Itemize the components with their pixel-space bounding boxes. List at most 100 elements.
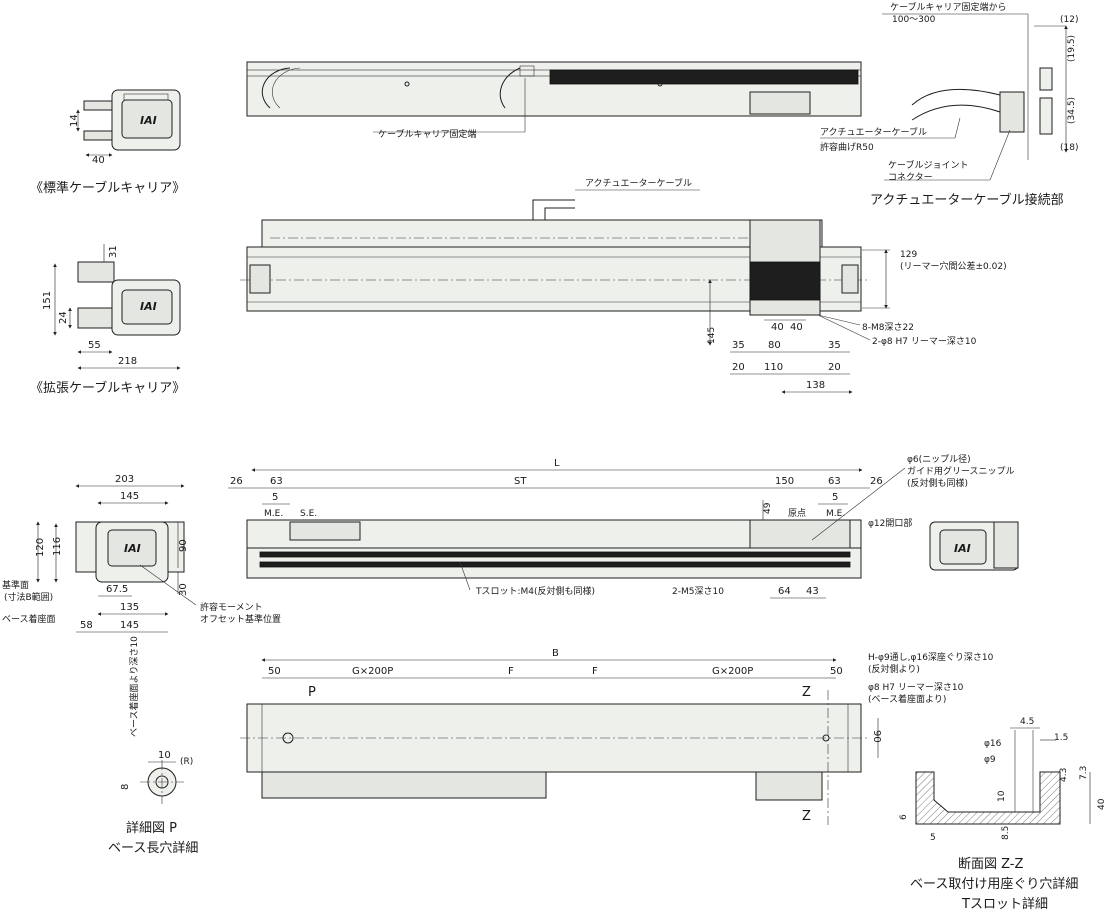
dim-ext-218: 218 [118,356,137,367]
dim-end-116: 116 [52,537,63,556]
dim-side-49: 49 [763,502,773,514]
dim-side-ST: ST [514,476,527,487]
label-home: 原点 [788,508,806,519]
label-actuator-cable-top: アクチュエーターケーブル [585,177,692,189]
label-phi8-reamer-1: φ8 H7 リーマー深さ10 [868,682,964,693]
dim-std-14: 14 [69,114,80,127]
label-me-right: M.E. [826,509,845,519]
dim-end-58: 58 [80,620,93,631]
caption-section-3: Tスロット詳細 [961,896,1048,912]
section-z: 4.5 1.5 φ16 φ9 4.3 7.3 10 6 5 8.5 40 断面図… [899,717,1106,912]
label-carrier-fixed-from: ケーブルキャリア固定端から [890,1,1006,13]
right-end-view: IAI [929,521,1019,571]
dim-bot-G1: G×200P [352,666,393,677]
caption-ext-carrier: 《拡張ケーブルキャリア》 [30,380,185,396]
dim-top-35a: 35 [732,340,745,351]
dim-top-40b: 40 [790,322,803,333]
iai-logo: IAI [124,542,141,555]
dim-top-110: 110 [764,362,783,373]
dim-reamer-pitch-2: (リーマー穴間公差±0.02) [900,260,1007,272]
dim-sec-45: 4.5 [1020,717,1034,727]
dim-end-145b: 145 [120,620,139,631]
dim-top-145: 145 [707,327,717,344]
iai-logo: IAI [140,300,157,313]
dim-bot-G2: G×200P [712,666,753,677]
label-joint-connector-1: ケーブルジョイント [888,159,968,171]
std-carrier-view: IAI 14 40 《標準ケーブルキャリア》 [30,89,185,196]
dim-end-30: 30 [178,583,189,596]
label-tslot: Tスロット:M4(反対側も同様) [475,585,595,597]
label-h-holes-1: H-φ9通し,φ16深座ぐり深さ10 [868,651,994,663]
label-m8: 8-M8深さ22 [862,322,914,333]
dim-top-138: 138 [806,380,825,391]
label-opening: φ12開口部 [868,517,912,529]
dim-sec-phi16: φ16 [984,739,1002,749]
label-nipple-2: ガイド用グリースニップル [907,465,1015,477]
dim-ext-31: 31 [108,245,119,258]
dim-bot-50b: 50 [830,666,843,677]
label-detail-p-tol: 8 [120,784,131,790]
ext-carrier-view: IAI 151 31 24 55 218 《拡張ケーブルキャリア》 [30,244,185,396]
label-carrier-range: 100～300 [892,15,936,25]
dim-bot-50a: 50 [268,666,281,677]
end-view: IAI 203 145 120 116 90 30 67.5 135 58 14… [2,474,281,633]
dim-side-64: 64 [778,586,791,597]
dim-std-40: 40 [92,155,105,166]
label-nipple-3: (反対側も同様) [907,477,968,489]
dim-sec-phi9: φ9 [984,755,996,765]
dim-sec-85: 8.5 [1001,826,1011,840]
dim-conn-12: (12) [1060,15,1078,25]
dim-bot-90: 90 [871,730,882,743]
label-phi8-h7: 2-φ8 H7 リーマー深さ10 [872,336,977,347]
label-nipple-1: φ6(ニップル径) [907,453,971,465]
dim-end-90: 90 [178,539,189,552]
dim-bot-F1: F [508,666,514,677]
caption-connection: アクチュエーターケーブル接続部 [870,192,1064,208]
label-p: P [308,685,316,700]
caption-detail-p-1: 詳細図 P [126,820,177,836]
dim-end-203: 203 [115,474,134,485]
label-moment-1: 許容モーメント [200,601,263,613]
dim-sec-10: 10 [997,790,1007,802]
dim-end-675: 67.5 [106,584,128,595]
dim-reamer-pitch-1: 129 [900,250,917,260]
dim-top-20a: 20 [732,362,745,373]
label-carrier-fixed-end: ケーブルキャリア固定端 [378,128,476,140]
label-base-seat: ベース着座面 [2,613,56,625]
label-z-top: Z [802,685,811,700]
caption-detail-p-2: ベース長穴詳細 [108,840,198,856]
dim-bot-B: B [552,648,559,659]
dim-ext-151: 151 [42,291,53,310]
dim-end-135: 135 [120,602,139,613]
top-plan-view: アクチュエーターケーブル 129 (リーマー穴間公差±0.02) 145 40 … [240,177,1007,394]
label-me-left: M.E. [264,509,283,519]
dim-conn-195: (19.5) [1067,35,1077,62]
dim-side-26b: 26 [870,476,883,487]
dim-end-120: 120 [35,538,46,557]
dim-top-80: 80 [768,340,781,351]
iai-logo: IAI [140,114,157,127]
dim-top-40a: 40 [771,322,784,333]
dim-side-43: 43 [806,586,819,597]
connection-detail: ケーブルキャリア固定端から 100～300 (12) (19.5) (34.5)… [820,1,1078,208]
dim-sec-5: 5 [930,833,936,843]
caption-std-carrier: 《標準ケーブルキャリア》 [30,180,185,196]
label-moment-2: オフセット基準位置 [200,613,281,625]
dim-sec-43: 4.3 [1059,768,1069,782]
dim-side-5a: 5 [272,492,278,503]
label-ref-surface-2: (寸法B範囲) [4,591,53,603]
main-side-view: L 26 63 ST 150 63 26 5 5 M.E. S.E. 原点 M.… [228,453,1015,599]
dim-side-L: L [554,458,560,469]
label-ref-surface-1: 基準面 [2,579,29,591]
dim-side-5b: 5 [832,492,838,503]
dim-top-20b: 20 [828,362,841,373]
label-joint-connector-2: コネクター [888,172,933,183]
detail-p: 10 (R) 8 ベース着座面より深さ10 詳細図 P ベース長穴詳細 [108,636,198,856]
label-actuator-cable: アクチュエーターケーブル [820,126,927,138]
top-side-view: ケーブルキャリア固定端 [246,61,862,140]
dim-side-63b: 63 [828,476,841,487]
dim-sec-40: 40 [1097,798,1106,810]
label-se: S.E. [300,509,317,519]
dim-ext-55: 55 [88,340,101,351]
